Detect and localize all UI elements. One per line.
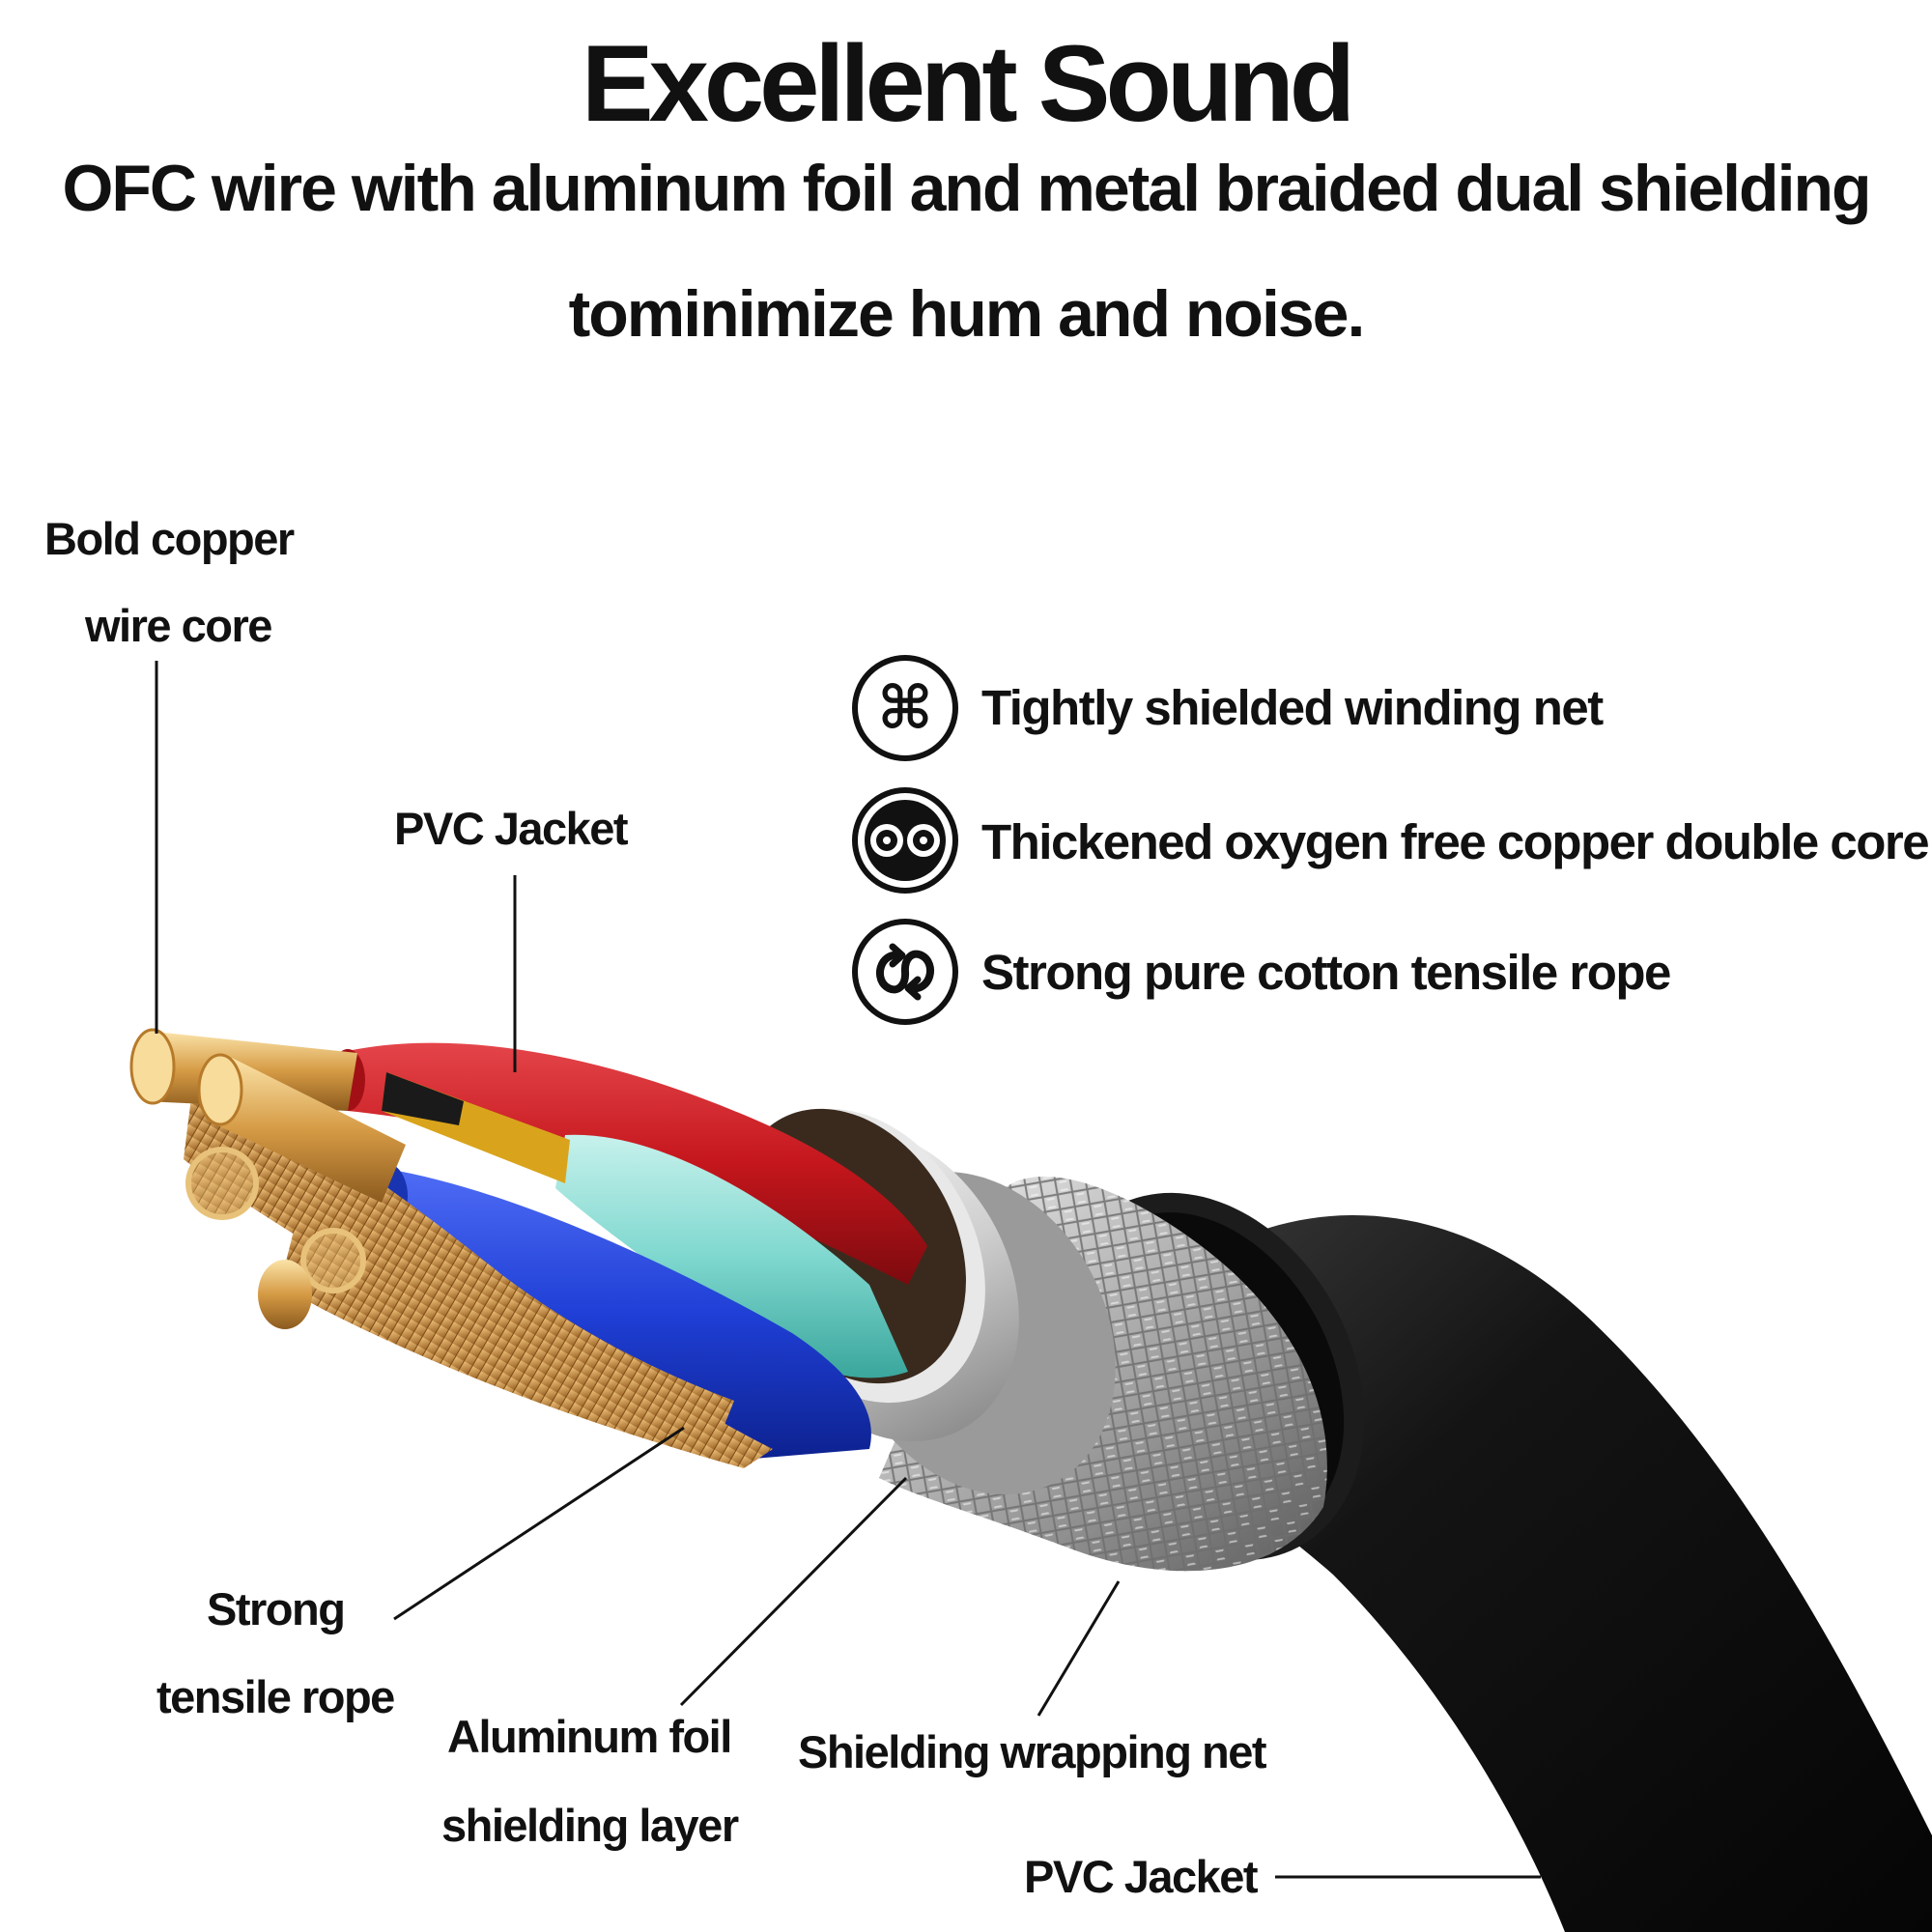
label-strong-2: tensile rope	[156, 1671, 395, 1722]
label-bold-copper-1: Bold copper	[44, 513, 295, 564]
subtitle-line-2: tominimize hum and noise.	[568, 277, 1366, 351]
label-pvc-jacket-bottom: PVC Jacket	[1024, 1851, 1259, 1902]
blue-wire	[382, 1169, 871, 1459]
copper-rod-2	[208, 1058, 406, 1203]
strand-bundle-lower	[280, 1208, 773, 1468]
double-core-icon	[852, 787, 958, 894]
leader-aluminum	[679, 1476, 908, 1707]
label-strong-1: Strong	[207, 1583, 346, 1634]
label-aluminum-1: Aluminum foil	[447, 1711, 732, 1762]
feature-text-1: Tightly shielded winding net	[981, 680, 1604, 735]
label-bold-copper-2: wire core	[85, 600, 272, 651]
feature-text-3: Strong pure cotton tensile rope	[981, 945, 1671, 1000]
feature-text-2: Thickened oxygen free copper double core	[981, 814, 1930, 869]
svg-text:⌘: ⌘	[877, 672, 933, 743]
winding-net-icon: ⌘	[852, 655, 958, 761]
leader-shielding	[1037, 1580, 1121, 1717]
label-shielding-net: Shielding wrapping net	[798, 1726, 1267, 1777]
leader-lines	[155, 661, 1541, 1879]
label-aluminum-2: shielding layer	[441, 1800, 739, 1851]
teal-wire	[555, 1134, 908, 1378]
subtitle-line-1: OFC wire with aluminum foil and metal br…	[62, 152, 1871, 225]
leader-strong	[393, 1426, 685, 1621]
tensile-rope-icon	[852, 919, 958, 1025]
page-title: Excellent Sound	[581, 23, 1355, 144]
label-pvc-jacket-top: PVC Jacket	[394, 803, 629, 854]
